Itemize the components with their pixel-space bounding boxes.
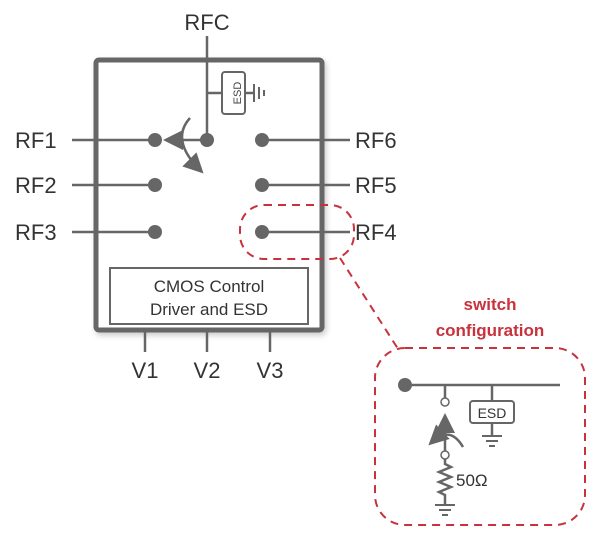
callout-title-line2: configuration <box>436 321 545 340</box>
pin-label-rfc: RFC <box>184 10 229 35</box>
pin-label-v1: V1 <box>132 358 159 383</box>
callout-esd-label: ESD <box>478 405 507 421</box>
ground-icon <box>253 84 265 102</box>
pin-label-rf5: RF5 <box>355 173 397 198</box>
common-contact <box>200 133 214 147</box>
ground-icon <box>435 504 455 516</box>
resistor-value: 50Ω <box>456 471 488 490</box>
resistor-icon <box>435 459 455 505</box>
rotation-arrow-icon <box>180 117 204 174</box>
pin-label-rf4: RF4 <box>355 220 397 245</box>
pin-label-v2: V2 <box>194 358 221 383</box>
cmos-control-block <box>109 267 309 325</box>
pin-label-v3: V3 <box>257 358 284 383</box>
esd-element: ESD <box>221 71 265 115</box>
control-block-line2: Driver and ESD <box>150 300 268 319</box>
pin-label-rf6: RF6 <box>355 128 397 153</box>
pin-label-rf2: RF2 <box>15 173 57 198</box>
pin-label-rf1: RF1 <box>15 128 57 153</box>
callout-highlight <box>239 204 355 260</box>
switch-configuration-detail: 50Ω ESD <box>398 378 560 516</box>
esd-label: ESD <box>232 82 244 105</box>
pin-label-rf3: RF3 <box>15 220 57 245</box>
callout-title-line1: switch <box>464 295 517 314</box>
callout-leader <box>339 257 401 353</box>
control-block-line1: CMOS Control <box>154 277 265 296</box>
rotation-arrow-icon <box>428 424 465 448</box>
ground-icon <box>482 435 502 447</box>
package-body <box>93 57 325 333</box>
callout-box <box>374 347 586 526</box>
